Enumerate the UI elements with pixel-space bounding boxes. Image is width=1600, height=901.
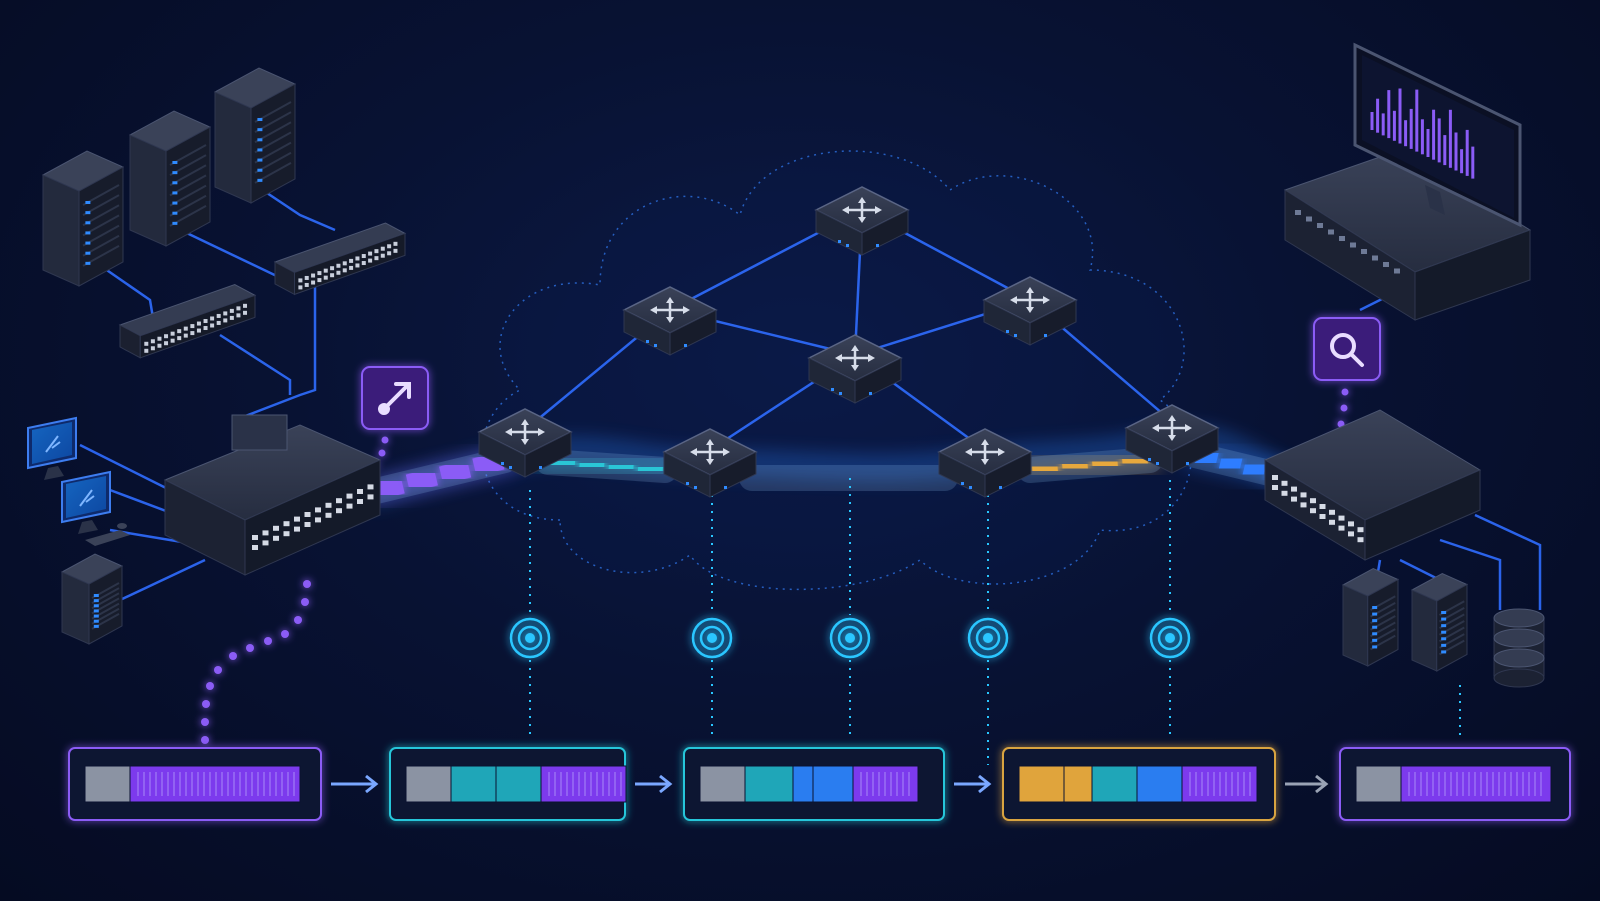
header-gray (1355, 765, 1402, 803)
header-gray (405, 765, 452, 803)
server-2 (128, 110, 212, 247)
four-way-arrows-icon (965, 439, 1005, 465)
header-gray (699, 765, 746, 803)
router-core-left (622, 286, 718, 356)
four-way-arrows-icon (505, 419, 545, 445)
access-switch-1 (273, 222, 407, 296)
server-right-1 (1341, 567, 1400, 667)
flow-arrow-icon (954, 774, 992, 794)
header-purple (1400, 765, 1552, 803)
monitoring-console (1283, 42, 1532, 321)
header-purple (540, 765, 627, 803)
flow-arrow-icon (1285, 774, 1329, 794)
tunnel-segment-4 (1015, 445, 1165, 485)
access-switch-2 (118, 283, 257, 359)
packet-stages (68, 747, 1571, 821)
probe-targets (509, 617, 1191, 659)
edge-switch-left (163, 414, 382, 576)
packet-stage-1 (68, 747, 322, 821)
four-way-arrows-icon (1010, 287, 1050, 313)
target-ring-icon (691, 617, 733, 659)
header-gray (84, 765, 131, 803)
target-ring-icon (509, 617, 551, 659)
target-ring-icon (967, 617, 1009, 659)
left-site (27, 67, 407, 645)
four-way-arrows-icon (650, 297, 690, 323)
header-blue (792, 765, 814, 803)
router-e (1124, 404, 1220, 474)
workstation-1 (27, 416, 77, 480)
edge-switch-right (1263, 409, 1482, 561)
packet-stage-4 (1002, 747, 1276, 821)
four-way-arrows-icon (690, 439, 730, 465)
header-blue (812, 765, 854, 803)
magnifier-icon (1330, 333, 1364, 367)
router-core-top (814, 186, 910, 256)
diagonal-arrow-icon (378, 382, 411, 415)
routers (477, 186, 1220, 498)
header-amber (1018, 765, 1065, 803)
target-ring-icon (1149, 617, 1191, 659)
packet-stage-3 (683, 747, 945, 821)
four-way-arrows-icon (835, 345, 875, 371)
router-a (477, 408, 573, 478)
workstation-2 (61, 470, 111, 534)
probe-lines (529, 478, 1461, 765)
router-d (937, 428, 1033, 498)
header-purple (129, 765, 301, 803)
four-way-arrows-icon (842, 197, 882, 223)
target-ring-icon (829, 617, 871, 659)
tunnel-segment-1 (357, 445, 520, 507)
packet-stage-5 (1339, 747, 1571, 821)
database (1493, 608, 1545, 688)
header-teal (1091, 765, 1138, 803)
packet-stage-2 (389, 747, 627, 821)
router-b (662, 428, 758, 498)
header-amber (1063, 765, 1093, 803)
header-teal (744, 765, 794, 803)
server-1 (41, 150, 125, 287)
encapsulate-badge[interactable] (361, 366, 429, 430)
server-3 (213, 67, 297, 204)
router-core-right (982, 276, 1078, 346)
header-blue (1136, 765, 1183, 803)
header-teal (495, 765, 542, 803)
desktop-tower (60, 553, 124, 645)
workstation-keyboard (85, 523, 130, 546)
flow-arrow-icon (635, 774, 673, 794)
router-core-center (807, 334, 903, 404)
inspect-badge[interactable] (1313, 317, 1381, 381)
dashboard-monitor (1353, 42, 1522, 228)
flow-arrow-icon (331, 774, 379, 794)
tunnel-segment-2 (533, 447, 680, 485)
server-right-2 (1410, 572, 1469, 672)
four-way-arrows-icon (1152, 415, 1192, 441)
right-site (1263, 42, 1545, 688)
header-teal (450, 765, 497, 803)
